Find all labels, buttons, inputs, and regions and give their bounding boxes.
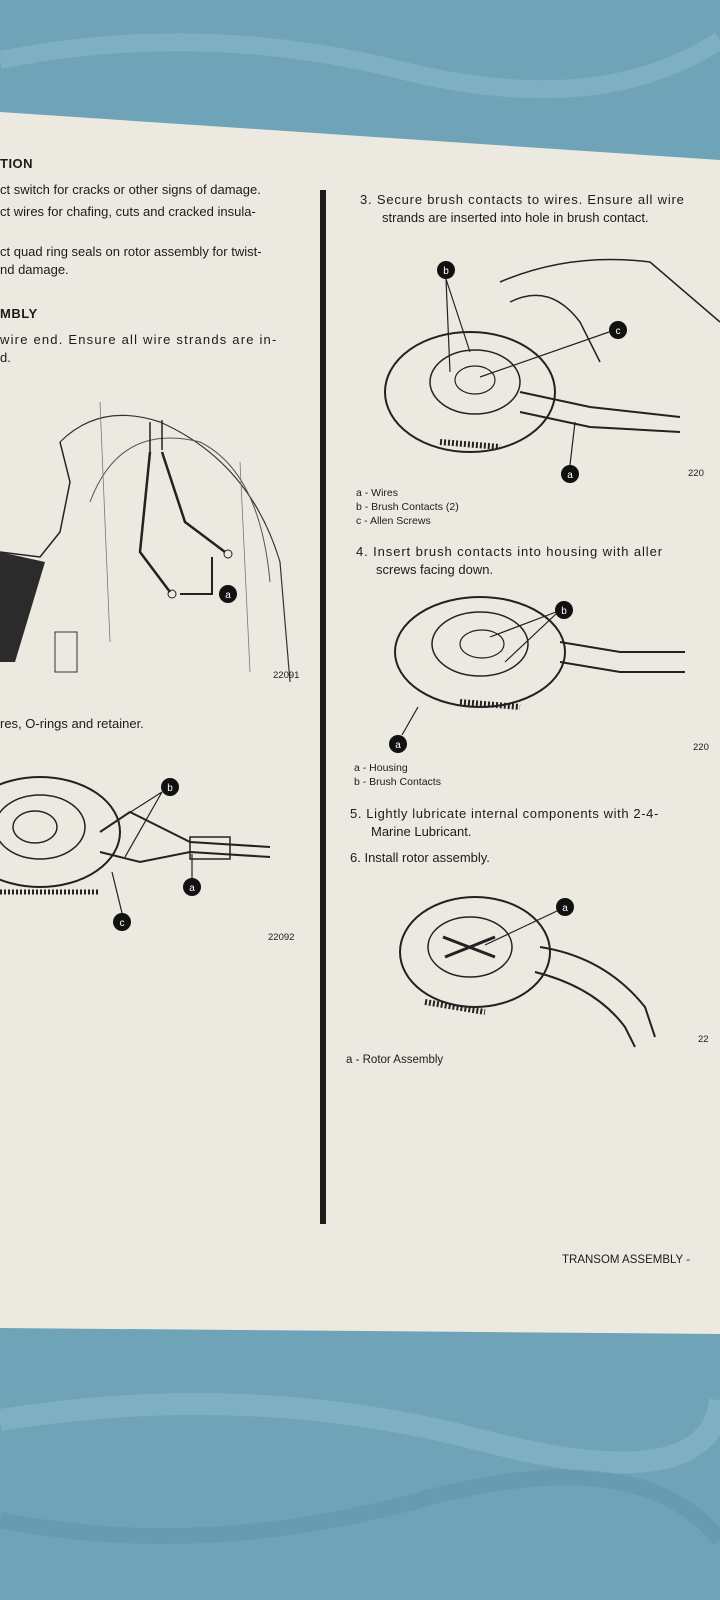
fig3-callout-b: b — [443, 266, 449, 277]
fig3-number: 220 — [688, 468, 704, 479]
section-heading-assembly: MBLY — [0, 306, 38, 321]
fig3-callout-a: a — [567, 470, 573, 481]
step-6: 6. Install rotor assembly. — [350, 850, 490, 865]
section-heading-inspection: TION — [0, 156, 34, 171]
fig5-legend: a - Rotor Assembly — [346, 1054, 444, 1066]
fig4-legend-a: a - Housing — [354, 762, 408, 774]
column-divider — [320, 190, 326, 1224]
inspection-para-1: ct switch for cracks or other signs of d… — [0, 182, 261, 197]
figure-brush-contacts-wires: b c a — [384, 258, 720, 483]
assembly-step-line1: wire end. Ensure all wire strands are in… — [0, 332, 278, 347]
fig2-callout-c: c — [120, 918, 125, 929]
step-5-line1: 5. Lightly lubricate internal components… — [350, 806, 659, 821]
fig2-callout-a: a — [189, 883, 195, 894]
fig3-legend-b: b - Brush Contacts (2) — [356, 501, 459, 513]
step-5-line2: Marine Lubricant. — [371, 824, 472, 839]
fig5-number: 22 — [698, 1034, 709, 1045]
fig3-legend-a: a - Wires — [356, 487, 398, 499]
step-4-line2: screws facing down. — [376, 562, 494, 577]
assembly-step-2: res, O-rings and retainer. — [0, 716, 144, 731]
fig3-callout-c: c — [616, 326, 621, 337]
step-3-line1: 3. Secure brush contacts to wires. Ensur… — [360, 192, 685, 207]
fig2-number: 22092 — [268, 932, 295, 943]
fig4-number: 220 — [693, 742, 709, 753]
fig1-callout-a: a — [225, 590, 231, 601]
fig4-callout-b: b — [561, 606, 567, 617]
inspection-para-2: ct wires for chafing, cuts and cracked i… — [0, 204, 256, 219]
fig1-number: 22091 — [273, 670, 300, 681]
step-4-line1: 4. Insert brush contacts into housing wi… — [356, 544, 663, 559]
inspection-para-3-line2: nd damage. — [0, 262, 69, 277]
figure-housing-wires: b a c — [0, 776, 271, 931]
figure-wire-ends: a — [0, 401, 291, 683]
assembly-step-line2: d. — [0, 350, 11, 365]
fig5-callout-a: a — [562, 903, 568, 914]
fig4-callout-a: a — [395, 740, 401, 751]
fig4-legend-b: b - Brush Contacts — [354, 776, 441, 788]
step-3-line2: strands are inserted into hole in brush … — [382, 210, 649, 225]
inspection-para-3-line1: ct quad ring seals on rotor assembly for… — [0, 244, 262, 259]
figure-housing-brush: b a — [389, 596, 685, 753]
figure-rotor-assembly: a — [399, 896, 656, 1048]
page-footer: TRANSOM ASSEMBLY - — [562, 1254, 691, 1266]
fig2-callout-b: b — [167, 783, 173, 794]
manual-page: TION ct switch for cracks or other signs… — [0, 112, 720, 1334]
fig3-legend-c: c - Allen Screws — [356, 515, 431, 527]
